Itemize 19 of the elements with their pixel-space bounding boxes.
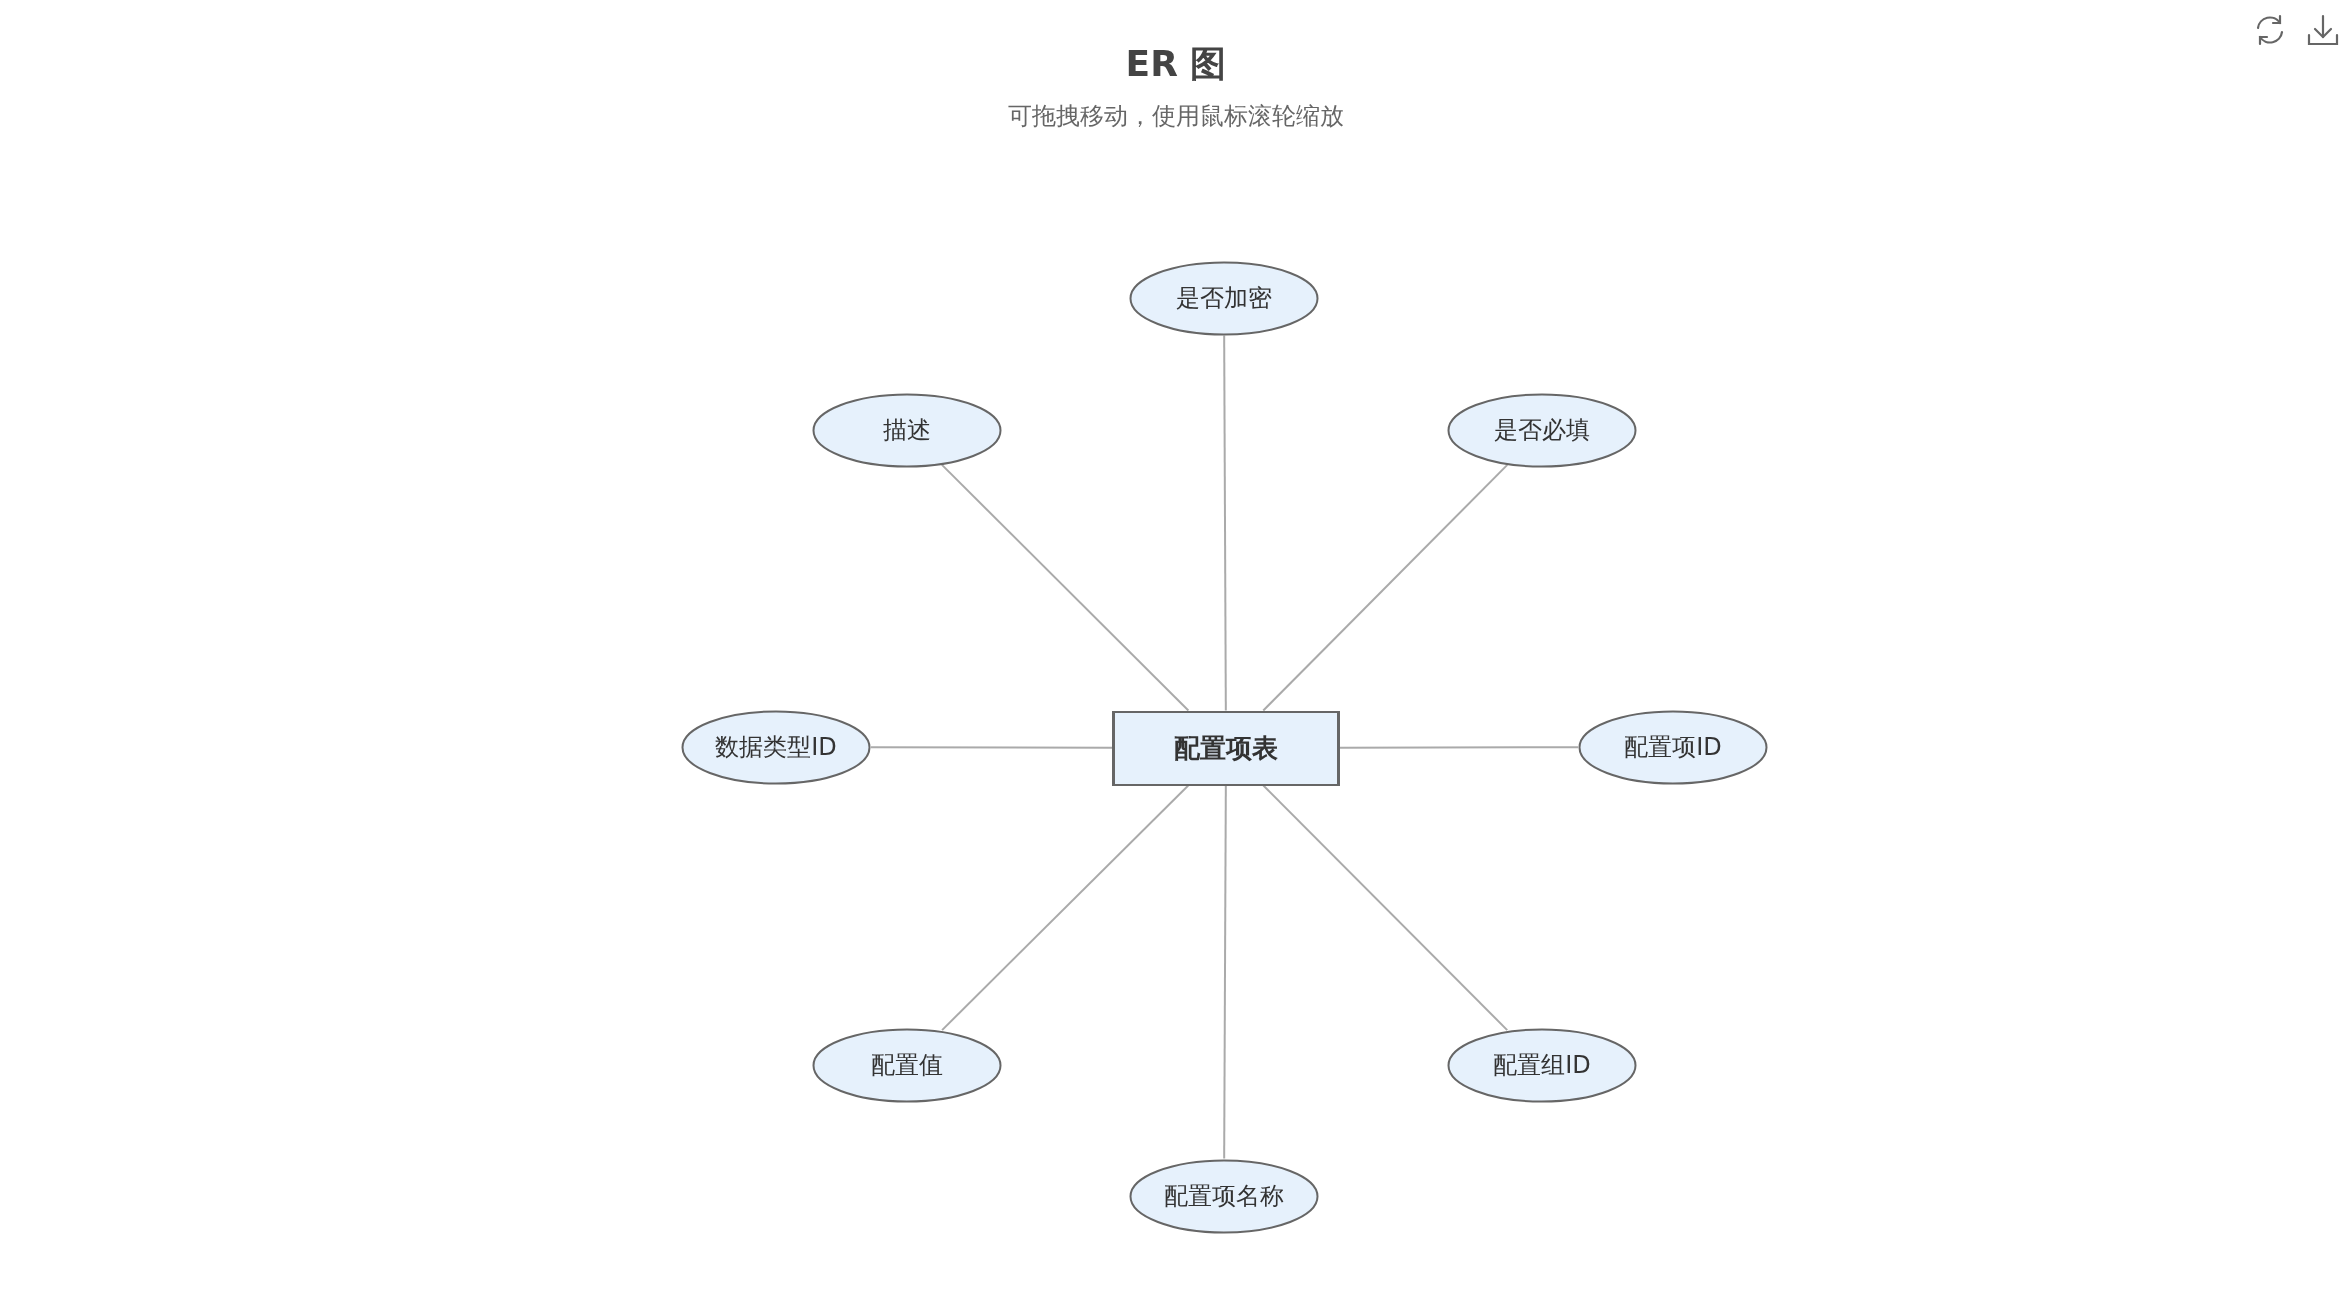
attribute-ellipse: 是否必填 bbox=[1447, 392, 1637, 468]
attribute-ellipse: 数据类型ID bbox=[681, 709, 871, 785]
subtitle: 可拖拽移动，使用鼠标滚轮缩放 bbox=[1008, 101, 1344, 132]
attribute-ellipse: 是否加密 bbox=[1129, 260, 1319, 336]
title: ER 图 bbox=[1125, 42, 1227, 86]
entity-box: 配置项表 bbox=[1112, 710, 1340, 786]
connector-line bbox=[1223, 784, 1227, 1160]
connector-line bbox=[1223, 334, 1227, 712]
connector-line bbox=[1262, 463, 1509, 712]
connector-line bbox=[941, 463, 1190, 712]
connector-line bbox=[941, 784, 1190, 1032]
attribute-ellipse: 配置组ID bbox=[1447, 1027, 1637, 1103]
connector-line bbox=[1262, 784, 1509, 1032]
attribute-ellipse: 配置项名称 bbox=[1129, 1158, 1319, 1234]
attribute-ellipse: 配置项ID bbox=[1578, 709, 1768, 785]
connector-line bbox=[1339, 746, 1579, 749]
attribute-ellipse: 描述 bbox=[812, 392, 1002, 468]
attribute-ellipse: 配置值 bbox=[812, 1027, 1002, 1103]
connector-line bbox=[870, 746, 1113, 749]
